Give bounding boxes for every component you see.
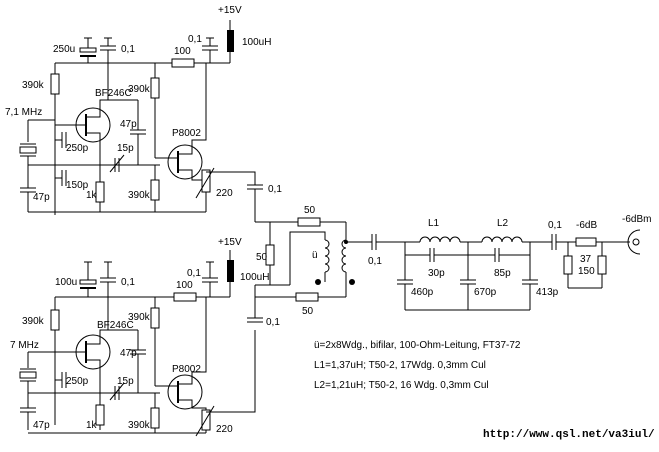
lower-r220-label: 220 xyxy=(216,424,233,435)
lower-fet-label: BF246C xyxy=(97,320,134,331)
lower-c250p-label: 250p xyxy=(66,376,89,387)
upper-c250p-label: 250p xyxy=(66,143,89,154)
upper-c01a-label: 0,1 xyxy=(121,44,135,55)
filter-l1-label: L1 xyxy=(428,218,440,229)
upper-r220-label: 220 xyxy=(216,188,233,199)
lower-c47p-mid-label: 47p xyxy=(120,348,137,359)
lower-choke-label: 100uH xyxy=(240,272,269,283)
lower-r1k xyxy=(95,404,105,426)
hybrid-combiner: 50 50 50 ü 0,1 xyxy=(255,205,382,317)
filter-c460p-label: 460p xyxy=(411,287,434,298)
lower-cout-label: 0,1 xyxy=(266,317,280,328)
lower-elko-label: 100u xyxy=(55,277,77,288)
combiner-cout-label: 0,1 xyxy=(368,256,382,267)
lower-amp-label: P8002 xyxy=(172,364,201,375)
lower-freq-label: 7 MHz xyxy=(10,340,39,351)
filter-l2 xyxy=(481,236,523,243)
upper-r390-bias-label: 390k xyxy=(128,84,151,95)
lower-r390-src-label: 390k xyxy=(128,420,151,431)
upper-amp-fet xyxy=(167,144,203,180)
filter-c670p-label: 670p xyxy=(474,287,497,298)
note-transformer: ü=2x8Wdg., bifilar, 100-Ohm-Leitung, FT3… xyxy=(314,340,521,351)
attenuator-r150-label: 150 xyxy=(578,266,595,277)
upper-oscillator-stage: +15V 100uH 250u 0,1 100 0,1 390k xyxy=(5,5,282,222)
note-l2: L2=1,21uH; T50-2, 16 Wdg. 0,3mm Cul xyxy=(314,380,489,391)
upper-cout-label: 0,1 xyxy=(268,184,282,195)
lower-r1k-label: 1k xyxy=(86,420,98,431)
lower-r100-label: 100 xyxy=(176,280,193,291)
upper-amp-label: P8002 xyxy=(172,128,201,139)
winding-notes: ü=2x8Wdg., bifilar, 100-Ohm-Leitung, FT3… xyxy=(314,340,521,391)
upper-r1k-label: 1k xyxy=(86,190,98,201)
upper-r390-src xyxy=(150,179,160,201)
lower-r100 xyxy=(173,292,197,302)
lower-c47p-bot-label: 47p xyxy=(33,420,50,431)
upper-r390-gate-label: 390k xyxy=(22,80,45,91)
upper-c15p-label: 15p xyxy=(117,143,134,154)
lower-amp-fet xyxy=(167,374,203,410)
lower-oscillator-stage: +15V 100uH 100u 0,1 100 0,1 390k 7 MHz xyxy=(10,237,280,437)
combiner-r-bot-label: 50 xyxy=(302,306,314,317)
combiner-r-top-label: 50 xyxy=(304,205,316,216)
upper-r100 xyxy=(171,58,195,68)
combiner-transformer-label: ü xyxy=(312,250,318,261)
lower-c15p-label: 15p xyxy=(117,376,134,387)
lower-r390-gate xyxy=(50,309,60,331)
upper-c47p-mid-label: 47p xyxy=(120,119,137,130)
upper-c01b-label: 0,1 xyxy=(188,34,202,45)
combiner-r-bot xyxy=(295,292,319,302)
combiner-r-left-label: 50 xyxy=(256,252,268,263)
lower-supply-label: +15V xyxy=(218,237,242,248)
lower-c01b-label: 0,1 xyxy=(187,268,201,279)
upper-choke xyxy=(227,30,234,52)
source-url: http://www.qsl.net/va3iul/ xyxy=(483,429,655,441)
combiner-transformer-coil-b xyxy=(341,239,347,273)
output-level-label: -6dBm xyxy=(622,214,651,225)
lower-r390-bias xyxy=(150,307,160,329)
upper-freq-label: 7,1 MHz xyxy=(5,107,42,118)
combiner-r-top xyxy=(297,217,321,227)
attenuator-label: -6dB xyxy=(576,220,597,231)
attenuator-r37-label: 37 xyxy=(580,254,592,265)
filter-c30p-label: 30p xyxy=(428,268,445,279)
upper-r100-label: 100 xyxy=(174,46,191,57)
lower-crystal xyxy=(19,371,37,379)
upper-crystal xyxy=(19,146,37,154)
upper-r390-bias xyxy=(150,77,160,99)
filter-c413p-label: 413p xyxy=(536,287,559,298)
attenuator-output: -6dB 37 150 -6dBm xyxy=(556,214,651,289)
output-connector xyxy=(627,229,641,255)
lower-c01a-label: 0,1 xyxy=(121,277,135,288)
upper-r390-src-label: 390k xyxy=(128,190,151,201)
note-l1: L1=1,37uH; T50-2, 17Wdg. 0,3mm Cul xyxy=(314,360,486,371)
combiner-r-left xyxy=(265,244,275,266)
upper-supply-label: +15V xyxy=(218,5,242,16)
combiner-transformer-coil-a xyxy=(324,239,330,273)
upper-elko-label: 250u xyxy=(53,44,75,55)
upper-c150p-label: 150p xyxy=(66,180,89,191)
lower-choke xyxy=(227,260,234,282)
filter-c85p-label: 85p xyxy=(494,268,511,279)
upper-fet-label: BF246C xyxy=(95,88,132,99)
filter-cout-label: 0,1 xyxy=(548,220,562,231)
filter-l1 xyxy=(419,236,461,243)
lowpass-filter: L1 L2 30p 85p 460p 670p 413p xyxy=(376,218,562,311)
upper-r390-gate xyxy=(50,73,60,95)
upper-r1k xyxy=(95,181,105,203)
lower-r390-gate-label: 390k xyxy=(22,316,45,327)
lower-r390-src xyxy=(150,407,160,429)
lower-r390-bias-label: 390k xyxy=(128,312,151,323)
upper-choke-label: 100uH xyxy=(242,37,271,48)
attenuator-r37 xyxy=(575,237,597,247)
filter-l2-label: L2 xyxy=(497,218,509,229)
attenuator-r150 xyxy=(597,255,607,275)
upper-c47p-bot-label: 47p xyxy=(33,192,50,203)
